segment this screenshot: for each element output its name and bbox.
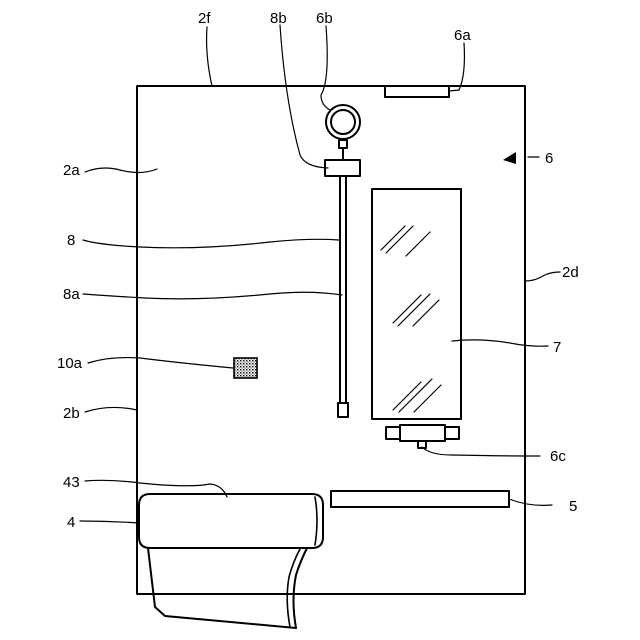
leader-6b	[321, 26, 330, 110]
shelf-5	[331, 491, 509, 507]
leader-2d	[525, 272, 560, 281]
leader-2a	[85, 168, 157, 173]
label-6c: 6c	[550, 448, 566, 465]
label-2a: 2a	[63, 162, 80, 179]
label-8: 8	[67, 232, 75, 249]
shower-head-6b	[326, 105, 360, 160]
leader-7	[452, 340, 548, 346]
slide-bar-8	[338, 176, 348, 417]
leader-2b	[85, 407, 137, 412]
label-8b: 8b	[270, 10, 287, 27]
leader-6c	[422, 447, 540, 456]
label-2d: 2d	[562, 264, 579, 281]
top-fixture-6a	[385, 86, 449, 97]
label-2b: 2b	[63, 405, 80, 422]
leader-lines	[80, 25, 560, 523]
leader-10a	[88, 358, 233, 368]
leader-5	[509, 499, 552, 505]
label-6: 6	[545, 150, 553, 167]
label-7: 7	[553, 339, 561, 356]
leader-6a	[449, 43, 464, 91]
label-6a: 6a	[454, 27, 471, 44]
label-5: 5	[569, 498, 577, 515]
label-4: 4	[67, 514, 75, 531]
label-43: 43	[63, 474, 80, 491]
leader-8	[83, 239, 339, 247]
control-panel-10a	[234, 358, 257, 378]
leader-4	[80, 521, 139, 523]
leader-6-arrow	[503, 152, 516, 164]
bathtub-4	[139, 494, 323, 628]
label-10a: 10a	[57, 355, 83, 372]
leader-2f	[207, 27, 212, 86]
label-8a: 8a	[63, 286, 80, 303]
label-2f: 2f	[198, 10, 211, 27]
label-6b: 6b	[316, 10, 333, 27]
mirror-7	[372, 189, 461, 419]
slide-bracket-8b	[325, 160, 360, 176]
leader-8a	[83, 292, 342, 299]
faucet-6c	[386, 425, 459, 448]
